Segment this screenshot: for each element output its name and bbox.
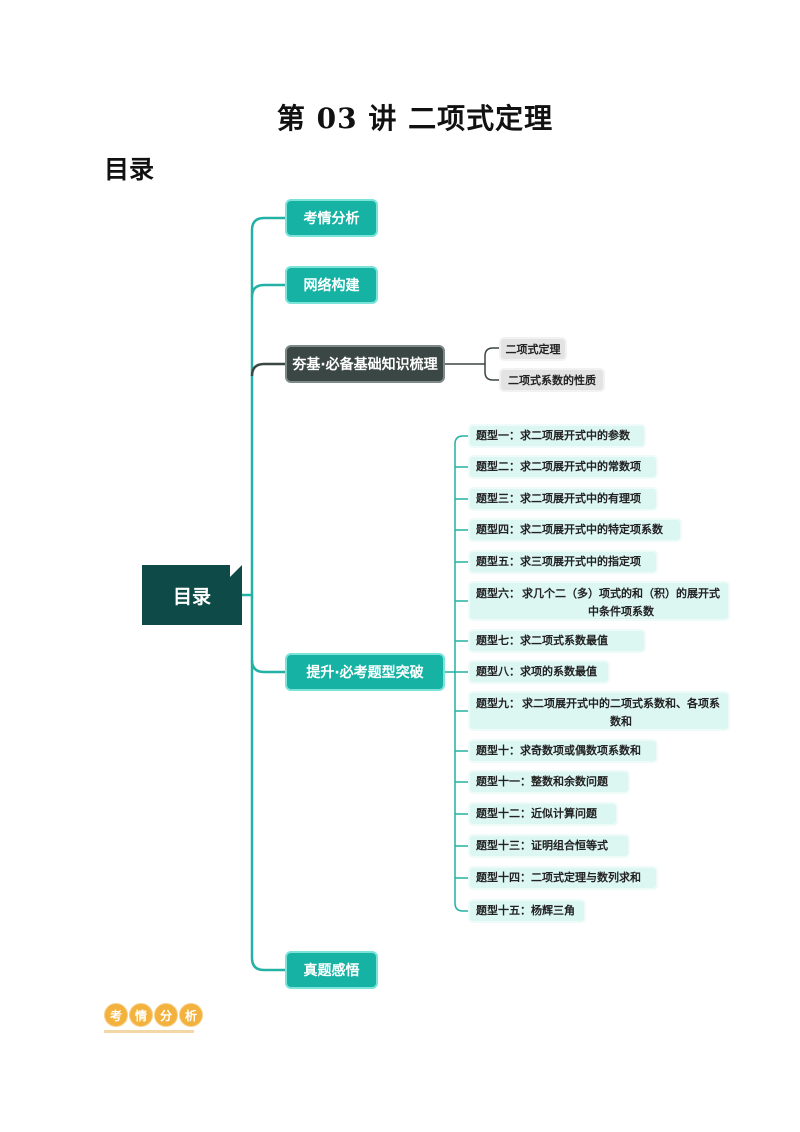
branch-exam-analysis[interactable]: 考情分析 bbox=[285, 199, 378, 237]
type-text: 求几个二（多）项式的和（积）的展开式中条件项系数 bbox=[522, 587, 720, 618]
type-item[interactable]: 题型一：求二项展开式中的参数 bbox=[468, 424, 646, 448]
type-text: 求二项展开式中的常数项 bbox=[520, 460, 641, 473]
badge-char: 考 bbox=[104, 1003, 128, 1027]
type-text: 求二项展开式中的特定项系数 bbox=[520, 523, 663, 536]
connectors-types bbox=[445, 435, 468, 912]
badge-char: 分 bbox=[154, 1003, 178, 1027]
connectors-basics bbox=[445, 347, 499, 381]
toc-heading: 目录 bbox=[104, 155, 155, 184]
type-lead: 题型九： bbox=[476, 697, 520, 710]
type-text: 求二项式系数最值 bbox=[520, 634, 608, 647]
branch-basics[interactable]: 夯基·必备基础知识梳理 bbox=[285, 345, 445, 383]
type-lead: 题型十二： bbox=[476, 807, 531, 820]
basics-item[interactable]: 二项式系数的性质 bbox=[499, 368, 605, 392]
type-text: 求三项展开式中的指定项 bbox=[520, 555, 641, 568]
type-lead: 题型十五： bbox=[476, 904, 531, 917]
branch-network[interactable]: 网络构建 bbox=[285, 266, 378, 304]
basics-item[interactable]: 二项式定理 bbox=[499, 337, 567, 361]
connector-b5 bbox=[250, 595, 285, 972]
type-item[interactable]: 题型十一：整数和余数问题 bbox=[468, 770, 630, 794]
type-text: 近似计算问题 bbox=[531, 807, 597, 820]
root-node[interactable]: 目录 bbox=[142, 565, 242, 625]
root-fold-corner bbox=[230, 565, 242, 577]
badge-underline bbox=[104, 1030, 194, 1033]
type-text: 求二项展开式中的参数 bbox=[520, 429, 630, 442]
type-lead: 题型七： bbox=[476, 634, 520, 647]
type-text: 求奇数项或偶数项系数和 bbox=[520, 744, 641, 757]
type-lead: 题型四： bbox=[476, 523, 520, 536]
type-lead: 题型十四： bbox=[476, 871, 531, 884]
type-text: 求项的系数最值 bbox=[520, 665, 597, 678]
branch-question-types[interactable]: 提升·必考题型突破 bbox=[285, 653, 445, 691]
type-lead: 题型十三： bbox=[476, 839, 531, 852]
connector-b4 bbox=[250, 659, 285, 674]
type-lead: 题型十： bbox=[476, 744, 520, 757]
type-item[interactable]: 题型四：求二项展开式中的特定项系数 bbox=[468, 518, 682, 542]
type-text: 求二项展开式中的有理项 bbox=[520, 492, 641, 505]
type-item[interactable]: 题型十：求奇数项或偶数项系数和 bbox=[468, 739, 658, 763]
type-lead: 题型八： bbox=[476, 665, 520, 678]
connector-b2 bbox=[250, 283, 285, 298]
section-badge: 考 情 分 析 bbox=[104, 1003, 204, 1031]
type-text: 杨辉三角 bbox=[531, 904, 575, 917]
type-text: 求二项展开式中的二项式系数和、各项系数和 bbox=[522, 697, 720, 728]
connector-main-teal bbox=[242, 216, 285, 597]
connector-b3 bbox=[250, 362, 285, 377]
type-lead: 题型十一： bbox=[476, 775, 531, 788]
type-item[interactable]: 题型十四：二项式定理与数列求和 bbox=[468, 866, 658, 890]
type-lead: 题型一： bbox=[476, 429, 520, 442]
type-item[interactable]: 题型三：求二项展开式中的有理项 bbox=[468, 487, 658, 511]
badge-char: 析 bbox=[179, 1003, 203, 1027]
type-item[interactable]: 题型七：求二项式系数最值 bbox=[468, 629, 646, 653]
branch-real-exam[interactable]: 真题感悟 bbox=[285, 951, 378, 989]
type-lead: 题型二： bbox=[476, 460, 520, 473]
type-text: 整数和余数问题 bbox=[531, 775, 608, 788]
type-item[interactable]: 题型二：求二项展开式中的常数项 bbox=[468, 455, 658, 479]
type-lead: 题型五： bbox=[476, 555, 520, 568]
type-item[interactable]: 题型五：求三项展开式中的指定项 bbox=[468, 550, 658, 574]
type-item[interactable]: 题型十五：杨辉三角 bbox=[468, 899, 586, 923]
type-item[interactable]: 题型十二：近似计算问题 bbox=[468, 802, 618, 826]
type-item[interactable]: 题型八：求项的系数最值 bbox=[468, 660, 610, 684]
page-title: 第 03 讲 二项式定理 bbox=[276, 102, 554, 135]
badge-char: 情 bbox=[129, 1003, 153, 1027]
type-lead: 题型三： bbox=[476, 492, 520, 505]
type-item[interactable]: 题型九：求二项展开式中的二项式系数和、各项系数和 bbox=[468, 691, 730, 731]
type-item[interactable]: 题型十三：证明组合恒等式 bbox=[468, 834, 630, 858]
type-text: 二项式定理与数列求和 bbox=[531, 871, 641, 884]
type-lead: 题型六： bbox=[476, 587, 520, 600]
type-text: 证明组合恒等式 bbox=[531, 839, 608, 852]
type-item[interactable]: 题型六：求几个二（多）项式的和（积）的展开式中条件项系数 bbox=[468, 581, 730, 621]
